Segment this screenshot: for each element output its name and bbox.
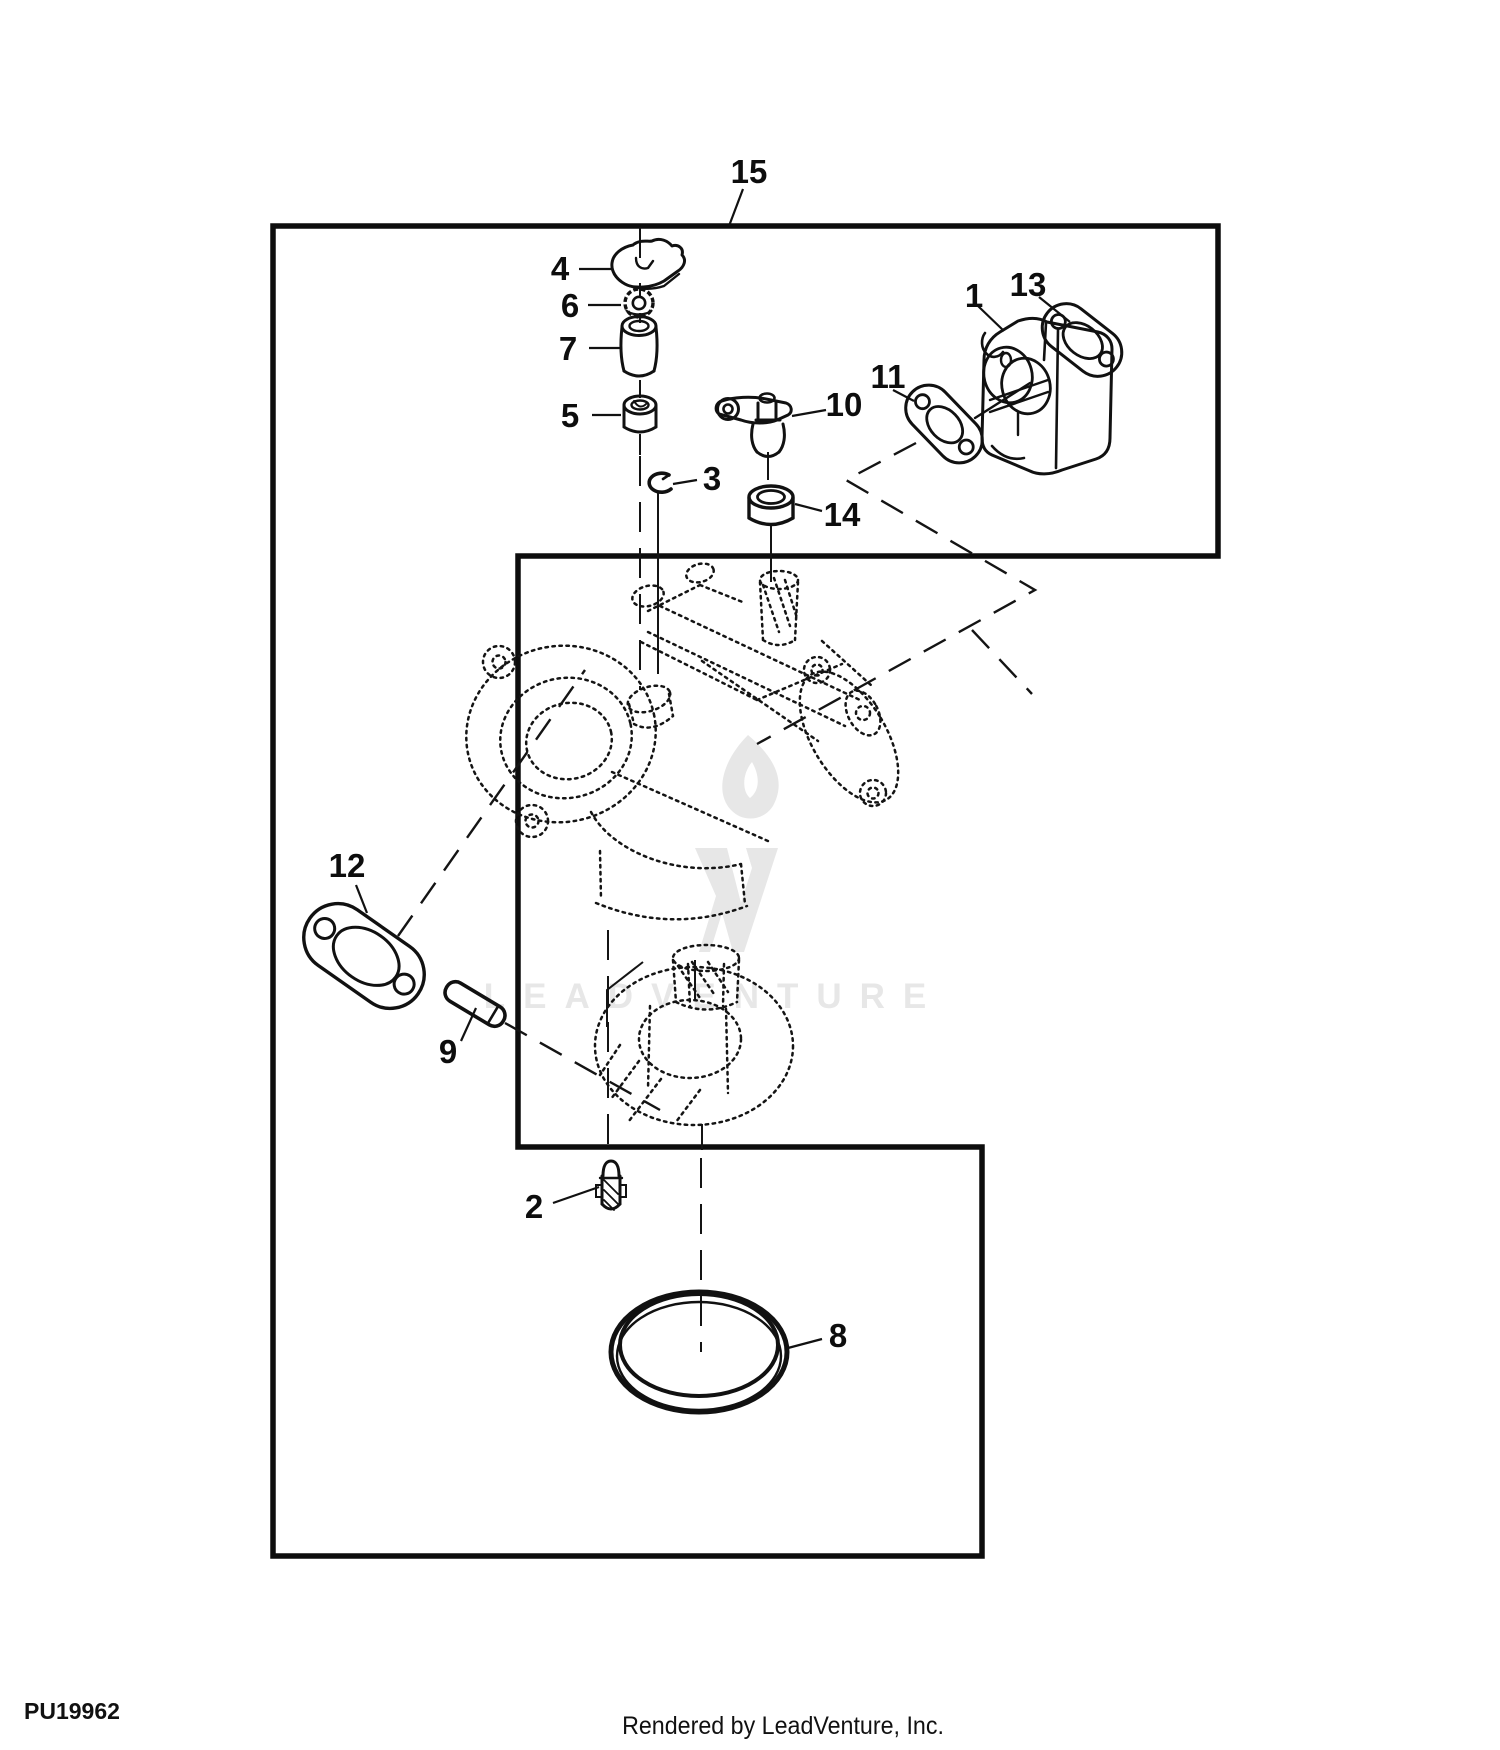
callout-12[interactable]: 12 — [329, 847, 366, 884]
leadventure-watermark-text: LEADVENTURE — [484, 977, 945, 1016]
callout-leader-lines — [354, 188, 1071, 1350]
part-12-gasket — [302, 901, 426, 1011]
projection-dashed-lines — [397, 441, 1038, 1112]
part-10-throttle-shaft-lever — [714, 392, 793, 458]
callout-6[interactable]: 6 — [561, 287, 579, 324]
callout-13[interactable]: 13 — [1010, 266, 1047, 303]
part-3-clip — [647, 471, 673, 494]
callout-14[interactable]: 14 — [824, 496, 861, 533]
leadventure-watermark-logo — [695, 735, 779, 952]
part-8-bowl-gasket — [608, 1289, 790, 1415]
part-2-needle-valve — [595, 1159, 627, 1211]
render-credit: Rendered by LeadVenture, Inc. — [622, 1712, 944, 1740]
callout-7[interactable]: 7 — [559, 330, 577, 367]
drawing-number: PU19962 — [24, 1698, 120, 1724]
callout-8[interactable]: 8 — [829, 1317, 847, 1354]
part-6-washer — [623, 287, 655, 319]
assembly-frame-outline — [270, 223, 1221, 1559]
callout-15[interactable]: 15 — [731, 153, 768, 190]
part-5-bushing — [622, 394, 658, 434]
callout-11[interactable]: 11 — [871, 358, 906, 395]
part-7-bushing — [619, 315, 659, 378]
callout-2[interactable]: 2 — [525, 1188, 543, 1225]
part-13-gasket — [1040, 302, 1124, 378]
callout-1[interactable]: 1 — [965, 277, 983, 314]
callouts: 15 4 6 7 5 3 10 14 1 13 11 12 9 2 8 — [329, 153, 1047, 1354]
callout-3[interactable]: 3 — [703, 460, 721, 497]
callout-10[interactable]: 10 — [826, 386, 863, 423]
callout-4[interactable]: 4 — [551, 250, 570, 287]
part-9-float-pin — [443, 979, 507, 1029]
part-1-spacer-block — [973, 317, 1114, 476]
part-4-throttle-plate — [610, 237, 687, 290]
callout-9[interactable]: 9 — [439, 1033, 457, 1070]
callout-5[interactable]: 5 — [561, 397, 579, 434]
part-11-gasket — [904, 383, 984, 465]
part-14-bushing — [747, 484, 795, 527]
